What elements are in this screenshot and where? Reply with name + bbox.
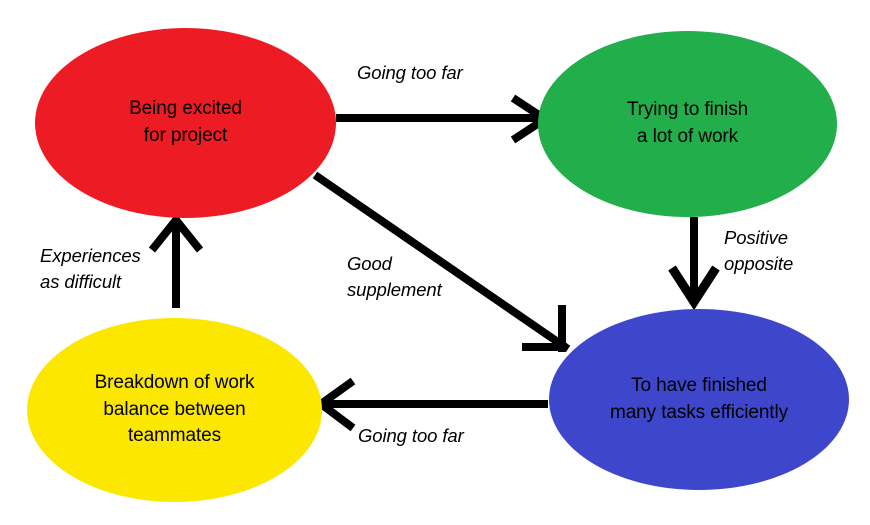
edge-label-excited-to-trying: Going too far <box>357 62 463 83</box>
node-being-excited-for-project[interactable]: Being excited for project <box>35 28 336 218</box>
node-label-excited: Being excited for project <box>129 98 242 146</box>
arrow-excited-to-trying <box>336 94 553 144</box>
node-breakdown-of-work-balance[interactable]: Breakdown of work balance between teamma… <box>27 318 322 502</box>
arrow-breakdown-to-excited <box>148 213 204 308</box>
edge-label-finished-to-breakdown: Going too far <box>358 425 464 446</box>
node-to-have-finished-many-tasks[interactable]: To have finished many tasks efficiently <box>549 309 849 490</box>
node-label-breakdown: Breakdown of work balance between teamma… <box>94 371 255 447</box>
arrow-trying-to-finished <box>668 217 720 311</box>
arrow-finished-to-breakdown <box>314 377 548 432</box>
edge-label-excited-to-finished: Good supplement <box>347 253 442 301</box>
node-trying-to-finish-a-lot-of-work[interactable]: Trying to finish a lot of work <box>538 31 837 217</box>
node-label-finished: To have finished many tasks efficiently <box>609 374 789 423</box>
node-label-trying: Trying to finish a lot of work <box>626 99 749 147</box>
edge-label-breakdown-to-excited: Experiences as difficult <box>40 245 141 293</box>
edge-label-trying-to-finished: Positive opposite <box>724 227 794 275</box>
